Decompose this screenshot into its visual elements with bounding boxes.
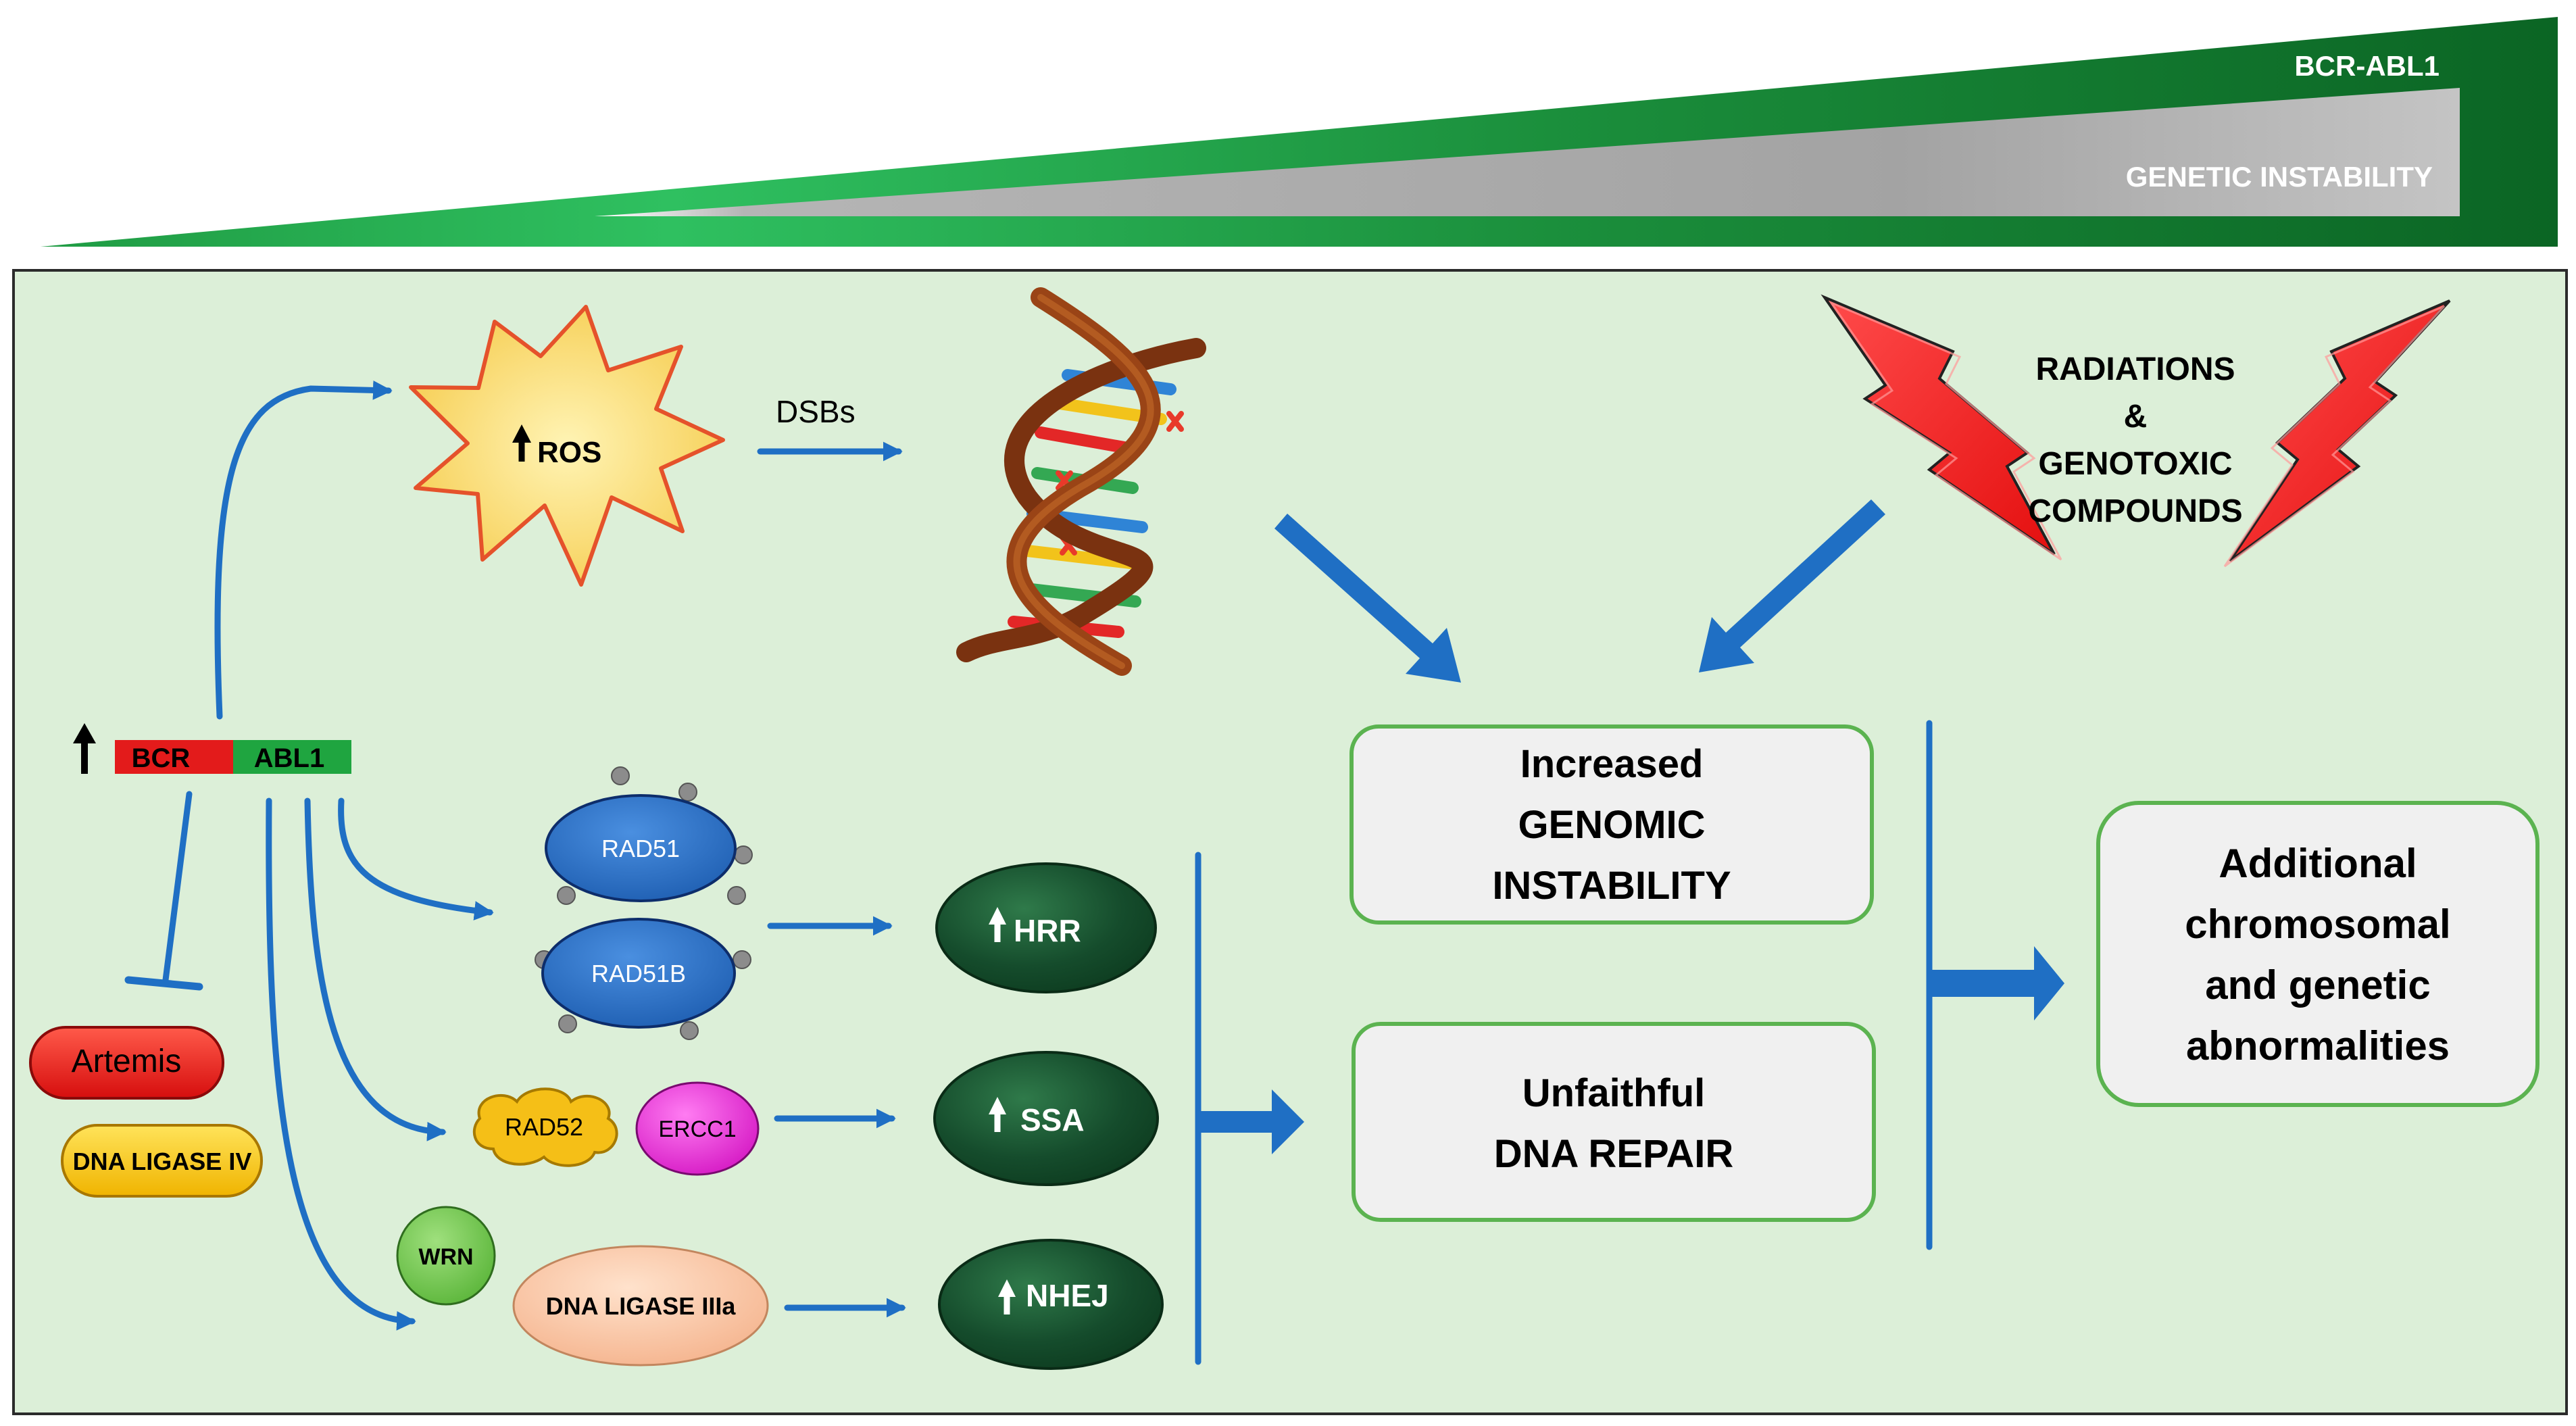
bcr-abl1-gradient-label: BCR-ABL1 bbox=[2294, 50, 2439, 82]
abnormalities-line-4: abnormalities bbox=[2186, 1023, 2450, 1068]
gradient-wedge: BCR-ABL1 GENETIC INSTABILITY bbox=[41, 17, 2558, 247]
dna-ligase-4-label: DNA LIGASE IV bbox=[73, 1148, 252, 1175]
genomic-instability-line-1: Increased bbox=[1520, 742, 1704, 786]
ros-up-arrow-icon bbox=[512, 424, 531, 443]
up-arrow-icon bbox=[73, 723, 96, 743]
rad51b-label: RAD51B bbox=[591, 960, 686, 987]
unfaithful-dna-repair-box: Unfaithful DNA REPAIR bbox=[1352, 1022, 1876, 1222]
rad52-label: RAD52 bbox=[505, 1113, 583, 1141]
genomic-instability-box: Increased GENOMIC INSTABILITY bbox=[1349, 724, 1874, 925]
lightning-bolt-icon bbox=[1820, 294, 2062, 561]
abnormalities-line-1: Additional bbox=[2219, 841, 2417, 886]
dna-ligase-3a-protein: DNA LIGASE IIIa bbox=[512, 1245, 769, 1367]
nhej-pathway: NHEJ bbox=[938, 1239, 1164, 1370]
arrow-to-wrn-ligase bbox=[266, 797, 416, 1331]
abnormalities-line-3: and genetic bbox=[2205, 962, 2430, 1008]
nhej-up-arrow-icon bbox=[998, 1279, 1016, 1297]
arrow-to-abnormalities bbox=[1929, 946, 2064, 1021]
bcr-segment bbox=[115, 740, 233, 774]
nhej-label: NHEJ bbox=[1026, 1278, 1109, 1313]
genetic-instability-label: GENETIC INSTABILITY bbox=[2126, 161, 2433, 193]
ercc1-protein: ERCC1 bbox=[635, 1081, 760, 1176]
artemis-label: Artemis bbox=[72, 1043, 182, 1079]
arrow-to-unfaithful-repair bbox=[1197, 1089, 1304, 1154]
arrow-to-rad52 bbox=[304, 797, 447, 1141]
arrow-to-ros bbox=[214, 380, 393, 720]
ercc1-label: ERCC1 bbox=[658, 1116, 736, 1142]
ros-starburst: ROS bbox=[409, 305, 725, 587]
ampersand-label: & bbox=[2124, 399, 2148, 435]
abl1-segment bbox=[233, 740, 351, 774]
lightning-bolt-icon bbox=[2223, 299, 2451, 568]
wrn-protein: WRN bbox=[396, 1206, 496, 1306]
inhibition-bar bbox=[124, 976, 203, 991]
abnormalities-box: Additional chromosomal and genetic abnor… bbox=[2096, 801, 2540, 1107]
genetic-instability-wedge bbox=[595, 88, 2460, 216]
radiations-label: RADIATIONS bbox=[2035, 351, 2235, 387]
bcr-label: BCR bbox=[132, 743, 191, 773]
dna-ligase-4-protein: DNA LIGASE IV bbox=[61, 1124, 263, 1198]
wrn-label: WRN bbox=[418, 1244, 473, 1270]
genotoxic-label: GENOTOXIC bbox=[2038, 446, 2232, 482]
bracket-lines bbox=[1195, 720, 1933, 1365]
connector-arrows bbox=[124, 380, 906, 1331]
dna-double-helix-icon bbox=[956, 287, 1206, 676]
rad52-protein: RAD52 bbox=[472, 1087, 618, 1167]
rad51b-protein bbox=[541, 918, 736, 1029]
compounds-label: COMPOUNDS bbox=[2028, 493, 2242, 529]
unfaithful-repair-line-2: DNA REPAIR bbox=[1494, 1132, 1733, 1176]
artemis-protein: Artemis bbox=[29, 1026, 224, 1100]
arrow-dna-to-instability bbox=[1274, 514, 1461, 683]
dsbs-label: DSBs bbox=[776, 394, 856, 429]
rad51-label: RAD51 bbox=[601, 835, 680, 862]
rad51-protein bbox=[545, 794, 737, 902]
abnormalities-line-2: chromosomal bbox=[2185, 902, 2450, 947]
big-blue-arrows bbox=[1197, 499, 2064, 1154]
unfaithful-repair-line-1: Unfaithful bbox=[1522, 1071, 1706, 1115]
ssa-up-arrow-icon bbox=[989, 1097, 1006, 1114]
hrr-up-arrow-icon bbox=[989, 907, 1006, 925]
rad51-complex: RAD51 RAD51B bbox=[535, 766, 753, 1040]
dna-ligase-3a-label: DNA LIGASE IIIa bbox=[546, 1292, 737, 1320]
hrr-label: HRR bbox=[1014, 913, 1081, 948]
arrow-radiation-to-instability bbox=[1699, 499, 1885, 672]
hrr-pathway: HRR bbox=[935, 862, 1157, 993]
ssa-label: SSA bbox=[1020, 1102, 1085, 1137]
arrow-to-rad51 bbox=[338, 797, 494, 920]
radiation-text: RADIATIONS & GENOTOXIC COMPOUNDS bbox=[2028, 351, 2242, 529]
ssa-pathway: SSA bbox=[933, 1051, 1159, 1186]
ros-label: ROS bbox=[537, 436, 601, 469]
inhibition-line bbox=[162, 791, 193, 983]
genomic-instability-line-3: INSTABILITY bbox=[1492, 864, 1731, 908]
genomic-instability-line-2: GENOMIC bbox=[1518, 803, 1705, 847]
abl1-label: ABL1 bbox=[254, 743, 324, 773]
bcr-abl1-fusion-gene: BCR ABL1 bbox=[73, 723, 351, 774]
